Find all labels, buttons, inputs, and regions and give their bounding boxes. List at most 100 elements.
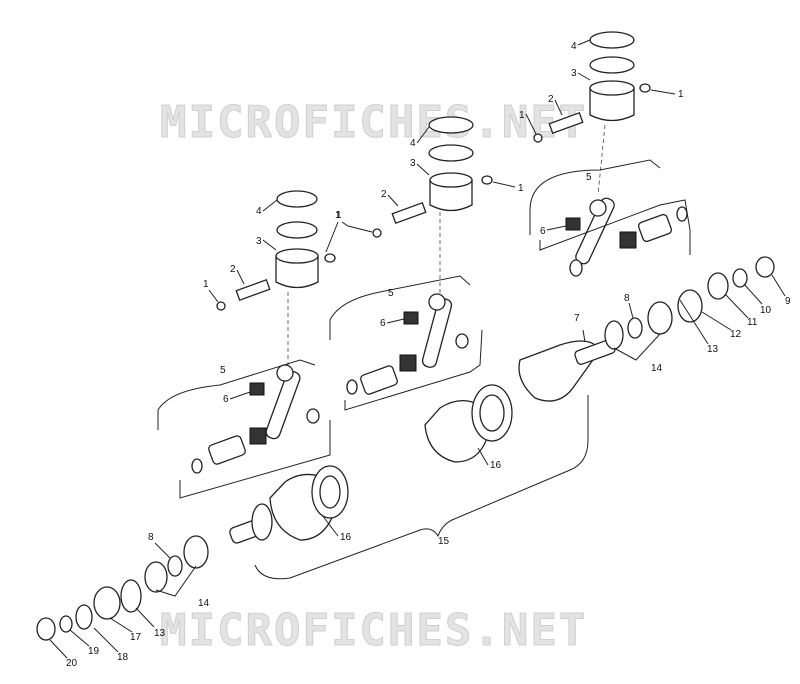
needle-bearing (249, 382, 265, 396)
oil-seal (93, 586, 121, 620)
callout-16: 16 (490, 460, 502, 471)
circlip (372, 228, 382, 238)
callout-7: 7 (574, 313, 580, 324)
crank-pin (637, 213, 673, 243)
callout-4: 4 (410, 138, 416, 149)
thrust-washer (455, 333, 469, 349)
callout-9: 9 (785, 296, 791, 307)
thrust-washer (346, 379, 358, 395)
circlip (533, 133, 543, 143)
callout-17: 17 (130, 632, 142, 643)
callout-4: 4 (571, 41, 577, 52)
crank-journal (251, 503, 273, 541)
callout-8: 8 (624, 293, 630, 304)
piston-crown (589, 80, 635, 96)
callout-1: 1 (203, 279, 209, 290)
callout-5: 5 (220, 365, 226, 376)
piston-ring-lower (276, 221, 318, 239)
thrust-washer (306, 408, 320, 424)
needle-bearing (565, 217, 581, 231)
callout-11: 11 (747, 317, 758, 328)
callout-6: 6 (223, 394, 229, 405)
small-end-bearing (276, 364, 294, 382)
thrust-washer (676, 206, 688, 222)
callout-8: 8 (148, 532, 154, 543)
crank-pin (208, 435, 246, 465)
oil-seal (707, 272, 729, 300)
piston-pin (391, 201, 427, 225)
crank-flywheel-hub (479, 394, 505, 432)
callout-20: 20 (66, 658, 78, 669)
crank-pin (360, 365, 398, 395)
big-end-bearing (399, 354, 417, 372)
ball-bearing (604, 320, 624, 350)
ball-bearing (144, 561, 168, 593)
callout-6: 6 (380, 318, 386, 329)
piston-ring-lower (428, 144, 474, 162)
watermark-bottom: MICROFICHES.NET (160, 605, 587, 656)
piston-ring-lower (589, 56, 635, 74)
big-end-bearing (619, 231, 637, 249)
circlip (639, 83, 651, 93)
callout-5: 5 (586, 172, 592, 183)
piston-pin (548, 111, 584, 135)
washer (732, 268, 748, 288)
piston-ring-upper (589, 31, 635, 49)
thrust-washer (191, 458, 203, 474)
left-cylinder-group: 4 3 2 1 1 5 6 (157, 190, 341, 499)
middle-cylinder-group: 4 3 2 1 1 5 6 (329, 116, 524, 411)
thrust-washer (569, 259, 583, 277)
callout-18: 18 (117, 652, 129, 663)
callout-15: 15 (438, 536, 450, 547)
needle-bearing (403, 311, 419, 325)
callout-2: 2 (230, 264, 236, 275)
callout-1: 1 (335, 210, 341, 221)
piston-crown (275, 248, 319, 264)
small-end-bearing (589, 199, 607, 217)
piston-ring-upper (276, 190, 318, 208)
callout-2: 2 (381, 189, 387, 200)
piston-crown (429, 172, 473, 188)
callout-4: 4 (256, 206, 262, 217)
callout-19: 19 (88, 646, 100, 657)
circlip (481, 175, 493, 185)
seal-ring (677, 289, 703, 323)
washer (59, 615, 73, 633)
top-cylinder-group: 4 3 2 1 1 5 6 (519, 31, 691, 277)
circlip (216, 301, 226, 311)
piston-pin (235, 278, 271, 302)
callout-3: 3 (256, 236, 262, 247)
big-end-bearing (249, 427, 267, 445)
crankshaft-assembly: 16 15 16 (229, 339, 616, 580)
callout-13: 13 (154, 628, 166, 639)
piston-ring-upper (428, 116, 474, 134)
bearing-ring (167, 555, 183, 577)
ball-bearing (647, 301, 673, 335)
crank-flywheel-hub (319, 475, 341, 509)
right-end-bearings: 9 10 11 12 13 14 8 7 (574, 256, 791, 374)
seal-ring (120, 579, 142, 613)
callout-1: 1 (518, 183, 524, 194)
callout-10: 10 (760, 305, 772, 316)
callout-6: 6 (540, 226, 546, 237)
circlip (75, 604, 93, 630)
callout-3: 3 (410, 158, 416, 169)
callout-1: 1 (519, 110, 525, 121)
callout-12: 12 (730, 329, 742, 340)
watermark-top: MICROFICHES.NET (160, 97, 587, 148)
nut (755, 256, 775, 278)
circlip (324, 253, 336, 263)
callout-3: 3 (571, 68, 577, 79)
callout-1: 1 (678, 89, 684, 100)
callout-13: 13 (707, 344, 719, 355)
callout-1: 1 (336, 210, 342, 221)
bushing (36, 617, 56, 641)
callout-5: 5 (388, 288, 394, 299)
callout-16: 16 (340, 532, 352, 543)
left-end-bearings: 8 14 13 17 18 19 20 (36, 532, 210, 669)
callout-14: 14 (198, 598, 210, 609)
small-end-bearing (428, 293, 446, 311)
bearing-ring (627, 317, 643, 339)
connecting-rod (265, 370, 301, 440)
